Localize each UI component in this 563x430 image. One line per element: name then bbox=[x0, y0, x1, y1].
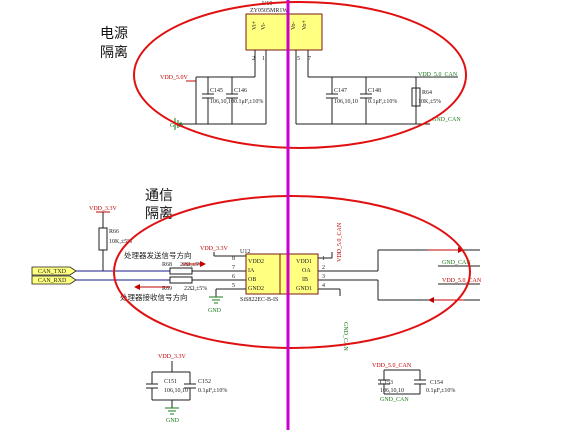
gnd-can-label: GND_CAN bbox=[432, 117, 461, 123]
u12-ref: U12 bbox=[240, 249, 250, 255]
u10-part: ZY0505MR1W bbox=[250, 8, 288, 14]
gnd-can-decoupling-label: GND_CAN bbox=[380, 397, 409, 403]
c145-val: 106,10,10 bbox=[210, 99, 234, 105]
power-isolation-label-2: 隔离 bbox=[100, 44, 128, 61]
u12-pin-ob: OB bbox=[248, 277, 256, 283]
r66-val: 10K,±5% bbox=[109, 239, 132, 245]
comm-isolation-ellipse bbox=[113, 195, 471, 349]
u10-pin-7: 7 bbox=[308, 56, 311, 62]
c151-ref: C151 bbox=[164, 379, 177, 385]
u12-pin-5: 5 bbox=[232, 283, 235, 289]
r69-val: 22Ω,±5% bbox=[184, 286, 207, 292]
u10-chip bbox=[245, 13, 323, 51]
u12-chip-left bbox=[245, 253, 281, 295]
r64-ref: R64 bbox=[422, 90, 432, 96]
u10-pin-vo-plus: Vo+ bbox=[302, 19, 308, 30]
r64-val: 10K,±5% bbox=[418, 99, 441, 105]
comm-isolation-label-2: 隔离 bbox=[145, 205, 173, 222]
r69-ref: R69 bbox=[162, 286, 172, 292]
u12-pin-ib: IB bbox=[302, 277, 308, 283]
gnd-in-label: GND bbox=[170, 123, 184, 129]
decoupling-left-section: VDD_3.3V C151 106,10,10 C152 0.1μF,±10% … bbox=[146, 354, 227, 424]
u10-pin-vo-minus: Vo- bbox=[291, 21, 297, 30]
u12-pin-6: 6 bbox=[232, 274, 235, 280]
gnd-u12-label: GND bbox=[208, 308, 222, 314]
comm-isolation-section: VDD_3.3V R66 10K,±5% CAN_TXD CAN_RXD R68… bbox=[31, 188, 482, 351]
u12-part: SiS822EC-B-IS bbox=[240, 297, 278, 303]
u12-pin-oa: OA bbox=[302, 268, 311, 274]
vdd-3v3-r66-label: VDD_3.3V bbox=[89, 206, 117, 212]
c147-ref: C147 bbox=[334, 88, 347, 94]
c147-val: 106,10,10 bbox=[334, 99, 358, 105]
vdd-5v-can-right-label: VDD_5.0_CAN bbox=[442, 278, 482, 284]
c154-val: 0.1μF,±10% bbox=[426, 388, 455, 394]
u10-pin-5: 5 bbox=[297, 56, 300, 62]
comm-isolation-label-1: 通信 bbox=[145, 188, 173, 204]
power-isolation-label-1: 电源 bbox=[100, 26, 128, 42]
gnd-can-u12-label: GND_CAN bbox=[342, 322, 348, 351]
u12-pin-4: 4 bbox=[322, 283, 325, 289]
u12-pin-7: 7 bbox=[232, 265, 235, 271]
u12-pin-8: 8 bbox=[232, 256, 235, 262]
u12-pin-ia: IA bbox=[248, 268, 255, 274]
vdd-5v-in-label: VDD_5.0V bbox=[160, 75, 188, 81]
c151-val: 106,10,10 bbox=[164, 388, 188, 394]
u10-pin-vin-minus: Vi- bbox=[261, 22, 267, 30]
r66-ref: R66 bbox=[109, 229, 119, 235]
u10-pin-1: 1 bbox=[262, 56, 265, 62]
c153-ref: C153 bbox=[380, 380, 393, 386]
c146-ref: C146 bbox=[234, 88, 247, 94]
c154-ref: C154 bbox=[430, 380, 443, 386]
vdd-5v-can-label: VDD_5.0_CAN bbox=[418, 72, 458, 78]
u10-pin-2: 2 bbox=[252, 56, 255, 62]
u12-pin-gnd1: GND1 bbox=[296, 286, 312, 292]
u12-pin-vdd2: VDD2 bbox=[248, 259, 264, 265]
c146-val: 0.1μF,±10% bbox=[234, 99, 263, 105]
vdd-3v3-u12-label: VDD_3.3V bbox=[200, 246, 228, 252]
gnd-decoupling-left-label: GND bbox=[166, 418, 180, 424]
can-rxd-label: CAN_RXD bbox=[38, 278, 67, 284]
vdd-5v-can-decoupling-label: VDD_5.0_CAN bbox=[372, 363, 412, 369]
u12-pin-vdd1: VDD1 bbox=[296, 259, 312, 265]
u12-chip-right bbox=[279, 253, 319, 295]
u10-pin-vin-plus: Vi+ bbox=[252, 20, 258, 30]
c152-val: 0.1μF,±10% bbox=[198, 388, 227, 394]
c145-ref: C145 bbox=[210, 88, 223, 94]
c148-ref: C148 bbox=[368, 88, 381, 94]
u12-pin-2: 2 bbox=[322, 265, 325, 271]
can-txd-label: CAN_TXD bbox=[38, 269, 67, 275]
decoupling-right-section: VDD_5.0_CAN C153 106,10,10 C154 0.1μF,±1… bbox=[372, 363, 455, 403]
power-isolation-ellipse bbox=[133, 1, 467, 149]
r68-ref: R68 bbox=[162, 262, 172, 268]
c153-val: 106,10,10 bbox=[380, 388, 404, 394]
send-direction-label: 处理器发送信号方向 bbox=[124, 250, 192, 260]
receive-direction-label: 处理器接收信号方向 bbox=[120, 292, 188, 302]
c152-ref: C152 bbox=[198, 379, 211, 385]
gnd-can-right-label: GND_CAN bbox=[442, 260, 471, 266]
vdd-5v-can-u12-label: VDD_5.0_CAN bbox=[337, 222, 343, 262]
vdd-3v3-decoupling-label: VDD_3.3V bbox=[158, 354, 186, 360]
c148-val: 0.1μF,±10% bbox=[368, 99, 397, 105]
r68-val: 22Ω,±5% bbox=[180, 262, 203, 268]
u12-pin-gnd2: GND2 bbox=[248, 286, 264, 292]
u12-pin-3: 3 bbox=[322, 274, 325, 280]
u12-pin-1: 1 bbox=[322, 256, 325, 262]
power-isolation-section: U10 ZY0505MR1W Vi+ Vi- Vo- Vo+ 2 1 5 7 V… bbox=[100, 1, 467, 149]
